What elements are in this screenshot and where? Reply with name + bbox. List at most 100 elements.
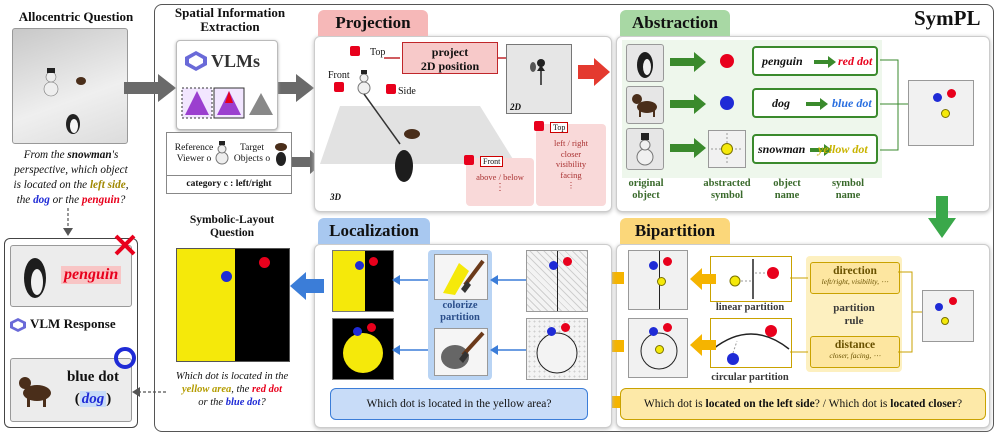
target-line2: Objects o [233,154,271,164]
paren-close: ) [106,391,112,407]
penguin-row-icon [637,52,653,78]
loc-linear-hatched [526,250,588,312]
extraction-title-line2: Extraction [200,19,260,34]
question-part: ? [119,194,126,206]
front-card-cylinder-icon [464,155,474,165]
lh-blue-dot [549,261,558,270]
symbolic-red-dot [259,257,270,268]
symbolic-blue-dot [221,271,232,282]
symbolic-q-yellow: yellow area [181,384,232,395]
symbolic-title-line1: Symbolic-Layout [189,214,275,226]
bq-end: ? [957,398,963,410]
row1-arrow [670,94,706,114]
brush-yellow-icon [443,259,485,295]
question-part: , [125,179,129,191]
combined-yellow-dot [941,109,950,118]
top-card-line-1: closer [560,148,582,159]
colorize-circular-card [434,328,488,376]
bc-red-dot [663,323,672,332]
symbolic-q-red: red dot [251,384,283,395]
paren-open: ( [74,391,80,407]
extraction-title: Spatial Information Extraction [160,6,300,34]
bi-blue-dot [935,303,943,311]
projection-3d-label: 3D [330,192,341,202]
correct-answer-line2: (dog) [55,391,131,408]
scene-image [12,28,128,144]
gray-arrow-mid [266,74,314,102]
caption-1-l2: symbol [710,190,744,201]
direction-rule[interactable]: direction left/right, visibility, ⋯ [810,262,900,294]
extraction-info-card: Reference Viewer o Target Objects o cate… [166,132,292,194]
lh-split [557,251,558,311]
symbolic-q-or: or the [198,397,226,408]
row2-name-arrow [810,144,832,156]
target-objects: Target Objects o [229,143,275,165]
circular-partition-card [710,318,792,368]
question-part: or the [49,194,82,206]
correct-answer-card: blue dot (dog) [10,358,132,422]
correct-answer-line1: blue dot [66,369,120,385]
orange-arrow-circular [690,334,716,356]
vlm-pyramids [181,87,273,119]
loc-linear-result [332,250,394,312]
question-line: From the snowman's [4,148,138,163]
row0-name: penguin [762,54,803,68]
row1-name-box: dog blue dot [752,88,878,118]
row1-name-arrow [806,98,828,110]
question-part: dog [33,194,50,206]
localization-question: Which dot is located in the yellow area? [330,388,588,420]
linear-partition-card [710,256,792,302]
category-label: category c : left/right [167,175,291,189]
caption-1-l1: abstracted [703,178,751,189]
symbolic-q-comma: , the [231,384,252,395]
project-line2: 2D position [420,59,480,73]
row2-arrow [670,138,706,158]
blue-arrow-top-1 [490,275,526,285]
sympl-title: SymPL [914,6,981,30]
loc-linear-yellow [333,251,365,311]
question-line: is located on the left side, [4,178,138,193]
row2-symbol-dot [721,143,733,155]
distance-sub: closer, facing, ⋯ [829,351,881,360]
linear-partition-illustration [729,259,779,299]
bi-red-dot [949,297,957,305]
abstraction-header: Abstraction [620,10,730,36]
loc-circular-hatched [526,318,588,380]
bipartition-input-box [922,290,974,342]
symbolic-yellow-area [177,249,235,361]
targets-small-icon [275,143,287,166]
bipartition-circular-box [628,318,688,378]
front-card-ellipsis: ⋮ [495,182,505,193]
loc-circular-yellow [343,333,383,373]
projection-top-label: Top [370,47,386,58]
red-arrow [578,58,610,86]
blue-arrow-top-2 [392,275,428,285]
symbolic-question: Which dot is located in the yellow area,… [168,370,296,409]
correct-circle-icon [114,347,136,369]
vlm-card-logo-icon [185,51,207,71]
row2-name: snowman [758,142,806,156]
bipartition-linear-box [628,250,688,310]
circular-partition-illustration [712,325,790,365]
vlm-logo-icon [10,318,26,332]
distance-rule[interactable]: distance closer, facing, ⋯ [810,336,900,368]
partition-rule-line1: partition [833,302,875,314]
question-part: 's [111,149,119,161]
question-part: snowman [67,149,112,161]
top-card-line-0: left / right [554,138,588,148]
row0-symbol-dot [720,54,734,68]
top-card-line-3: facing [560,169,582,180]
projection-side-label: Side [398,86,416,97]
brush-gray-icon [441,331,485,369]
combined-symbol-box [908,80,974,146]
loc-circular-result [332,318,394,380]
question-part: the [16,194,34,206]
correct-answer-word: dog [79,391,107,407]
colorize-linear-card [434,254,488,300]
snowman-small-icon [215,141,229,165]
symbolic-layout-image [176,248,290,362]
dog-icon [19,377,51,407]
row2-symbol: yellow dot [818,142,868,156]
